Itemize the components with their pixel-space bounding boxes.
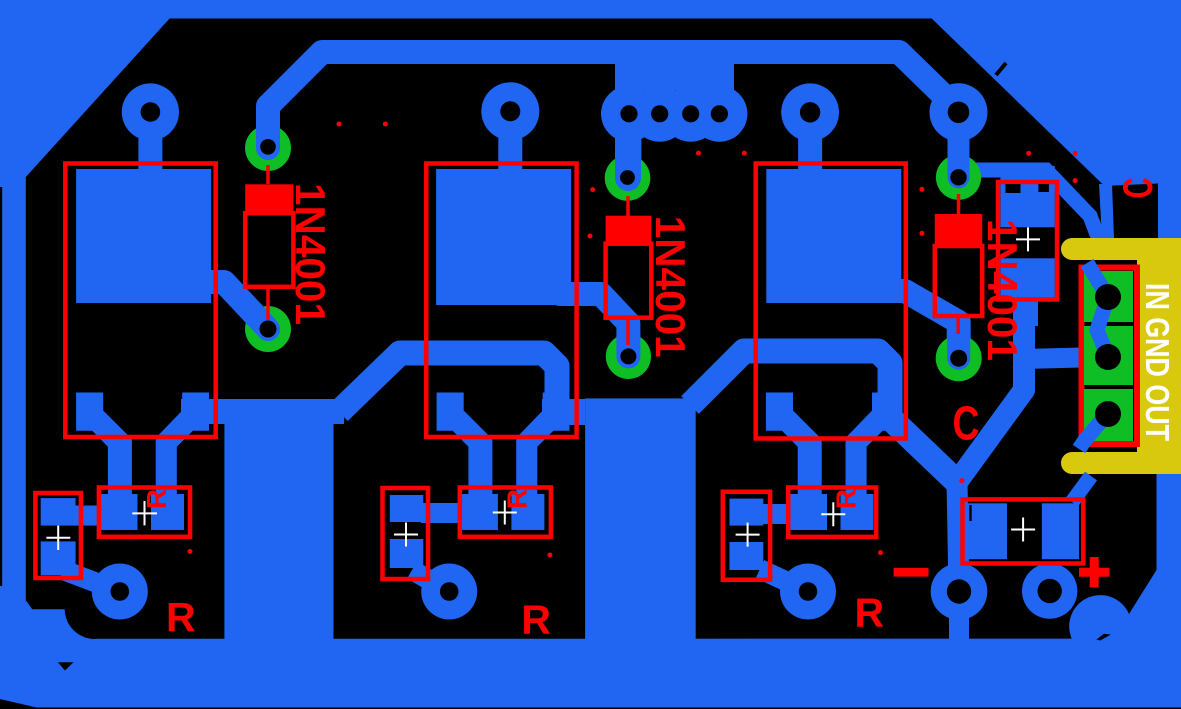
svg-text:1N4001: 1N4001 xyxy=(979,219,1026,361)
svg-text:C: C xyxy=(1114,178,1161,199)
svg-text:1N4001: 1N4001 xyxy=(287,183,334,325)
svg-text:R: R xyxy=(521,597,551,643)
svg-text:1N4001: 1N4001 xyxy=(647,216,694,358)
svg-text:R: R xyxy=(855,590,885,636)
svg-text:R: R xyxy=(141,489,172,509)
svg-text:R: R xyxy=(166,594,196,640)
svg-text:R: R xyxy=(831,489,862,509)
svg-text:C: C xyxy=(953,397,980,450)
svg-text:IN GND OUT: IN GND OUT xyxy=(1139,283,1176,441)
svg-text:R: R xyxy=(501,489,532,509)
